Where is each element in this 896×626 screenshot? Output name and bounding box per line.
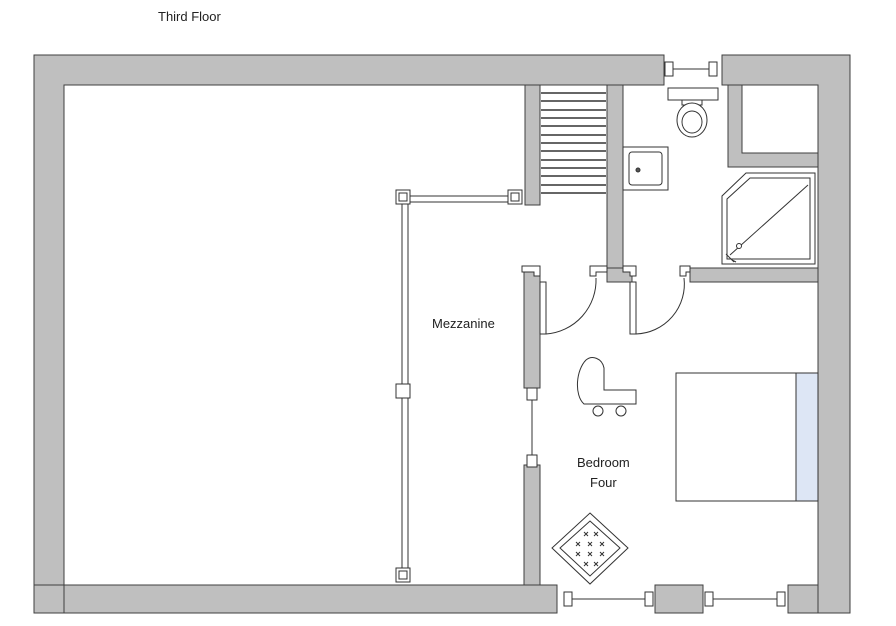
outer-wall-bottom-mid: [654, 584, 704, 614]
wall-stair-left: [524, 84, 541, 206]
room-label-mezzanine: Mezzanine: [432, 316, 495, 331]
staircase: [541, 92, 606, 194]
bed-icon: [675, 372, 819, 502]
floor-title: Third Floor: [158, 9, 221, 24]
shower-icon: [721, 172, 816, 265]
window-top: [664, 61, 718, 77]
room-label-bedroom-line2: Four: [590, 475, 617, 490]
rug-icon: [551, 512, 629, 585]
door-bathroom: [629, 277, 685, 335]
mezzanine-railing: [395, 189, 523, 583]
wall-shower-box: [727, 84, 819, 168]
wall-mezz-bedroom: [523, 267, 541, 389]
chair-icon: [577, 357, 637, 417]
door-jambs: [521, 265, 691, 277]
toilet-icon: [667, 87, 719, 138]
room-label-bedroom-four: Bedroom Four: [577, 453, 630, 493]
outer-wall-bottom: [63, 584, 558, 614]
outer-wall-left-bottom: [33, 584, 65, 614]
room-label-bedroom-line1: Bedroom: [577, 455, 630, 470]
outer-wall-bottom-right: [787, 584, 819, 614]
door-mezzanine: [539, 277, 597, 335]
washbasin-icon: [622, 146, 669, 191]
opening-divider: [526, 387, 538, 468]
wall-stair-right: [606, 84, 624, 271]
wall-bathroom-bottom: [689, 267, 819, 283]
window-bottom: [563, 591, 786, 607]
wall-mezz-bedroom-lower: [523, 464, 541, 586]
